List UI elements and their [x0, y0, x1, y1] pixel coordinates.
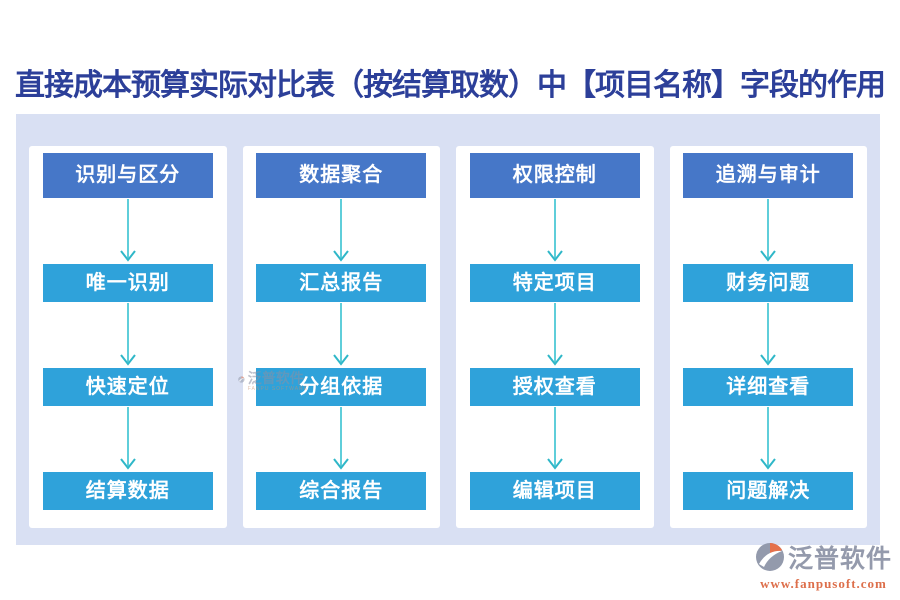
flow-column-2: 数据聚合 汇总报告 分组依据 综合报告 [242, 146, 440, 528]
footer-brand: 泛普软件 [787, 546, 892, 573]
flow-step: 汇总报告 [256, 264, 427, 302]
flow-step: 追溯与审计 [683, 153, 854, 198]
watermark-brand: 泛普软件 [247, 370, 304, 386]
down-arrow-icon [119, 303, 136, 366]
flow-step: 授权查看 [469, 368, 640, 406]
footer-url: www.fanpusoft.com [760, 576, 887, 591]
flow-step: 唯一识别 [42, 264, 213, 302]
down-arrow-icon [546, 303, 563, 366]
down-arrow-icon [333, 199, 350, 262]
page-title: 直接成本预算实际对比表（按结算取数）中【项目名称】字段的作用 [15, 69, 886, 102]
watermark: 泛普软件 FANPU SOFTWARE [238, 371, 308, 392]
flow-step: 识别与区分 [42, 153, 213, 198]
flow-step: 分组依据 [256, 368, 427, 406]
down-arrow-icon [119, 407, 136, 470]
flow-panel: 识别与区分 唯一识别 快速定位 结算数据 数据聚合 汇总报告 分组依据 综合报告… [16, 114, 880, 545]
flow-column-1: 识别与区分 唯一识别 快速定位 结算数据 [29, 146, 227, 528]
flow-step: 问题解决 [683, 472, 854, 510]
down-arrow-icon [760, 303, 777, 366]
down-arrow-icon [546, 199, 563, 262]
down-arrow-icon [546, 407, 563, 470]
down-arrow-icon [119, 199, 136, 262]
flow-step: 财务问题 [683, 264, 854, 302]
flow-step: 编辑项目 [469, 472, 640, 510]
watermark-subtext: FANPU SOFTWARE [247, 386, 308, 392]
fanpu-logo-icon [238, 376, 245, 383]
flow-step: 数据聚合 [256, 153, 427, 198]
flow-step: 权限控制 [469, 153, 640, 198]
footer-logo: 泛普软件 www.fanpusoft.com [755, 539, 892, 592]
flow-step: 详细查看 [683, 368, 854, 406]
down-arrow-icon [760, 199, 777, 262]
down-arrow-icon [760, 407, 777, 470]
down-arrow-icon [333, 303, 350, 366]
flow-step: 快速定位 [42, 368, 213, 406]
flow-step: 综合报告 [256, 472, 427, 510]
flow-step: 特定项目 [469, 264, 640, 302]
flow-step: 结算数据 [42, 472, 213, 510]
flow-column-3: 权限控制 特定项目 授权查看 编辑项目 [456, 146, 654, 528]
flow-column-4: 追溯与审计 财务问题 详细查看 问题解决 [669, 146, 867, 528]
fanpu-logo-icon [755, 543, 784, 571]
down-arrow-icon [333, 407, 350, 470]
